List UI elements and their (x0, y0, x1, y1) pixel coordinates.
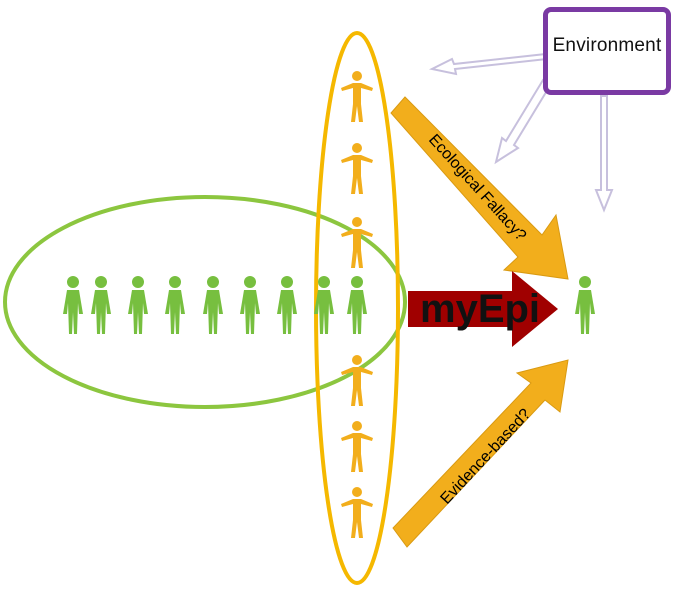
environment-box: Environment (543, 7, 671, 95)
person-standing-icon (91, 276, 111, 334)
environment-arrow-diagonal (494, 78, 553, 165)
center-arrow: myEpi (408, 271, 558, 347)
lower-arrow-label: Evidence-based? (437, 406, 534, 508)
person-standing-icon (63, 276, 83, 334)
person-standing-icon (165, 276, 185, 334)
person-arms-out-icon (341, 421, 373, 472)
person-standing-icon (128, 276, 148, 334)
population-people (63, 276, 367, 334)
environment-arrow-down (594, 95, 614, 213)
upper-arrow: Ecological Fallacy? (390, 96, 569, 280)
person-arms-out-icon (341, 71, 373, 122)
upper-arrow-shape (390, 96, 569, 280)
lower-arrow: Evidence-based? (392, 359, 569, 548)
center-arrow-shape (408, 271, 558, 347)
lower-arrow-shape (392, 359, 569, 548)
person-standing-icon (240, 276, 260, 334)
population-ellipse (3, 195, 407, 409)
center-arrow-label: myEpi (420, 287, 540, 331)
person-arms-out-icon (341, 143, 373, 194)
person-standing-icon (203, 276, 223, 334)
person-standing-icon (347, 276, 367, 334)
environment-label: Environment (552, 35, 662, 56)
person-standing-icon (277, 276, 297, 334)
individual-person-icon (575, 276, 595, 334)
person-arms-out-icon (341, 487, 373, 538)
environment-arrow-left (428, 51, 558, 76)
